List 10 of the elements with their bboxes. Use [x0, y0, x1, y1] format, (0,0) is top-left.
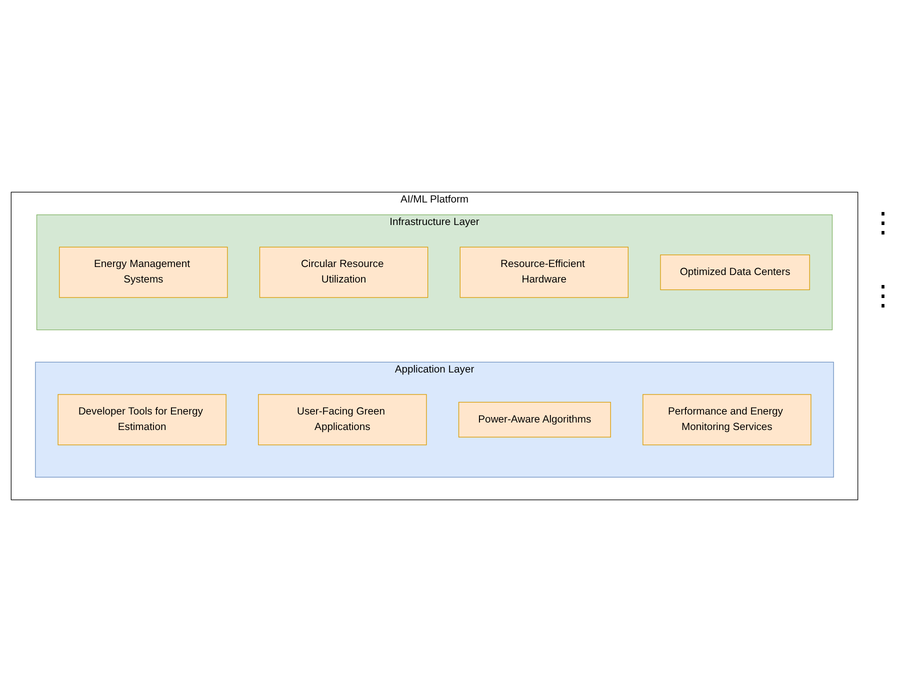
node-box: Resource-Efficient Hardware [460, 246, 628, 298]
node-box: Optimized Data Centers [660, 254, 810, 290]
node-box: Developer Tools for Energy Estimation [58, 394, 226, 446]
node-box: Circular Resource Utilization [259, 246, 428, 298]
ellipsis-mark: ⋮ [869, 279, 897, 312]
node-box: Power-Aware Algorithms [458, 402, 611, 438]
ellipsis-mark: ⋮ [869, 206, 897, 239]
node-box: Energy Management Systems [59, 246, 228, 298]
node-box: User-Facing Green Applications [258, 394, 427, 446]
node-box: Performance and Energy Monitoring Services [642, 394, 812, 446]
